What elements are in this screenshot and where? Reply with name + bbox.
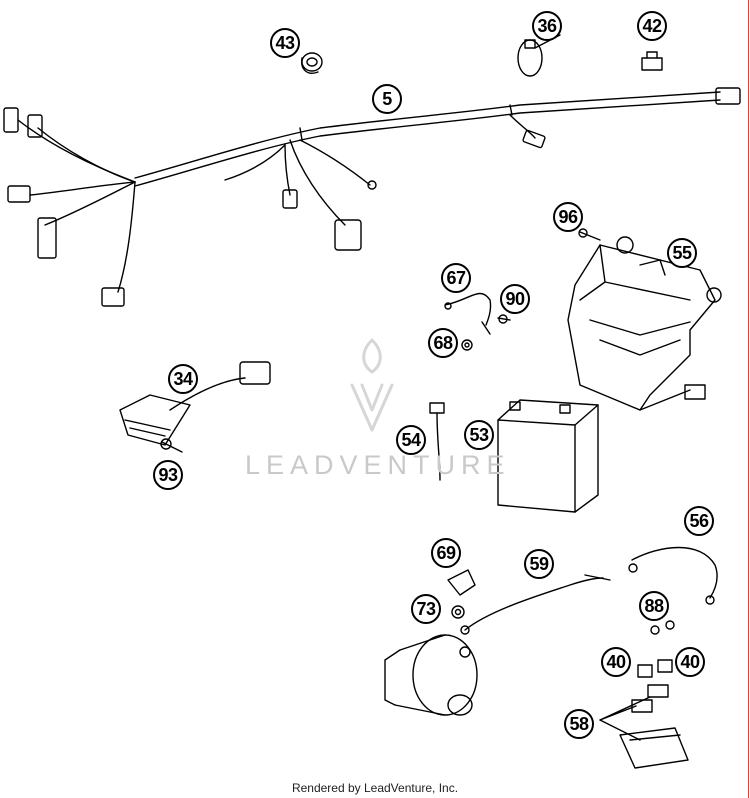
callout-42[interactable]: 42 [637,11,667,41]
callout-96[interactable]: 96 [553,202,583,232]
clip-part [641,51,663,71]
callout-69[interactable]: 69 [431,538,461,568]
battery-holder-part [567,236,722,411]
callout-43[interactable]: 43 [270,28,300,58]
callout-90[interactable]: 90 [500,284,530,314]
callout-54[interactable]: 54 [396,425,426,455]
page-edge-line [748,0,749,798]
ground-cable-67-part [444,292,492,335]
cable-tie-part [517,34,561,77]
nut-73-part [451,605,465,619]
fuse-40b-part [657,659,673,673]
battery-part [497,399,599,513]
callout-55[interactable]: 55 [667,238,697,268]
fuse-40a-part [637,664,653,678]
callout-36[interactable]: 36 [532,11,562,41]
callout-68[interactable]: 68 [428,328,458,358]
wiring-harness [3,87,741,307]
callout-88[interactable]: 88 [639,591,669,621]
clamp-part [301,52,323,74]
screw-93-part [160,438,183,453]
cap-69-part [447,569,476,596]
regulator-part [119,361,271,446]
cable-59-part [460,574,611,635]
screws-88-part [650,620,675,635]
callout-59[interactable]: 59 [524,549,554,579]
watermark-text: LEADVENTURE [245,450,511,480]
callout-5[interactable]: 5 [372,84,402,114]
strap-54-part [429,402,445,481]
starter-motor-part [384,634,478,716]
screw-96-part [578,228,601,241]
callout-40-right[interactable]: 40 [675,647,705,677]
callout-40-left[interactable]: 40 [601,647,631,677]
relay-58-part [599,684,689,769]
callout-53[interactable]: 53 [464,420,494,450]
screw-90-part [497,314,511,324]
footer-credit: Rendered by LeadVenture, Inc. [291,781,459,795]
washer-68-part [461,339,473,351]
watermark-logo [350,338,394,432]
callout-73[interactable]: 73 [411,594,441,624]
cable-56-part [628,546,718,605]
callout-67[interactable]: 67 [441,263,471,293]
callout-56[interactable]: 56 [684,506,714,536]
callout-58[interactable]: 58 [564,709,594,739]
callout-93[interactable]: 93 [153,460,183,490]
callout-34[interactable]: 34 [168,364,198,394]
